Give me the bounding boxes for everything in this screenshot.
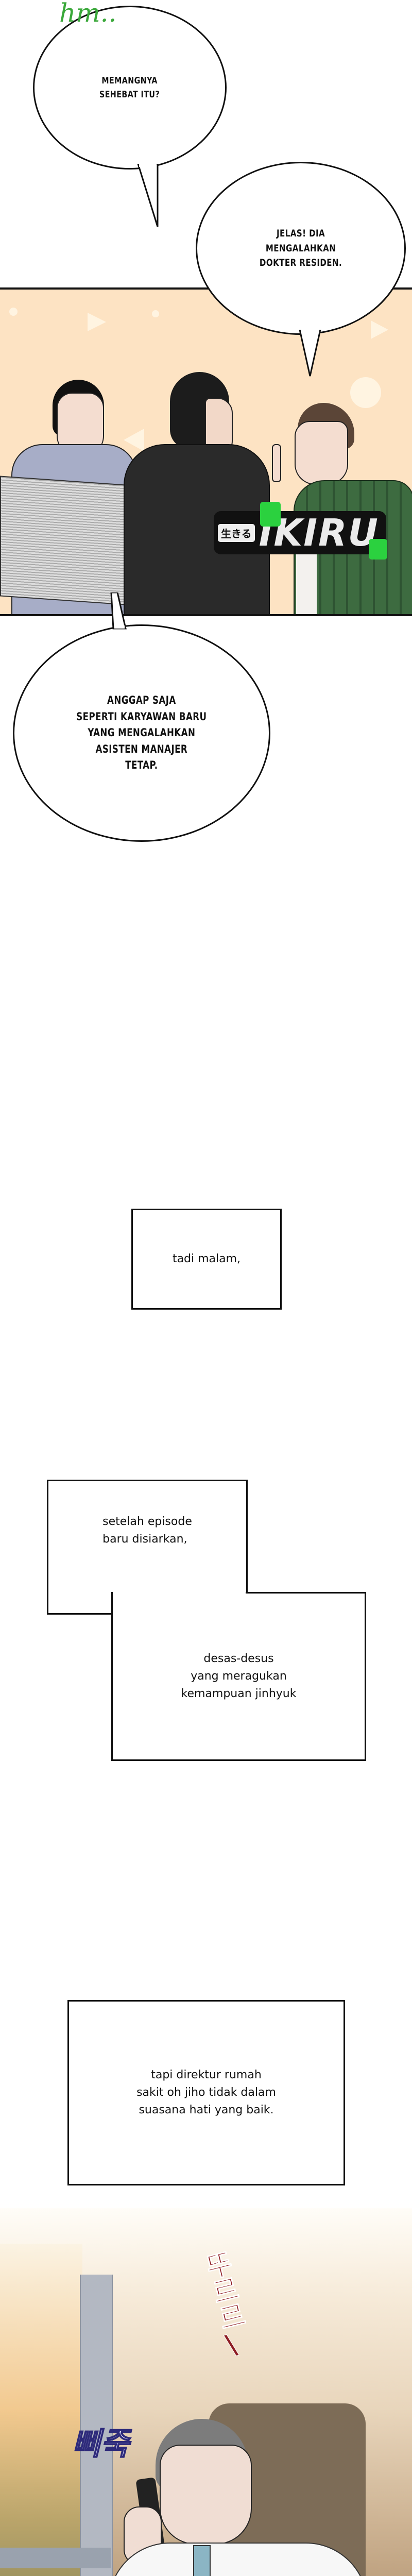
caption-box-1: tadi malam, — [131, 1209, 282, 1310]
deco-circle — [152, 310, 159, 317]
window-sill — [0, 2548, 111, 2568]
caption-join-edge — [246, 1592, 248, 1594]
tie — [193, 2545, 211, 2576]
logo-bracket-icon — [368, 539, 387, 560]
white-coat — [108, 2543, 368, 2576]
newspaper — [0, 476, 126, 605]
caption-4-text: tapi direktur rumah sakit oh jiho tidak … — [136, 2068, 276, 2117]
caption-3-text: desas-desus yang meragukan kemampuan jin… — [181, 1652, 297, 1701]
bubble-3-tail — [110, 592, 127, 630]
character-hospital-director — [108, 2419, 368, 2576]
bubble-2-tail — [299, 330, 321, 377]
sfx-ring-top: 뚜 르 르 \ — [203, 2247, 249, 2362]
bubble-1-text: MEMANGNYA SEHEBAT ITU? — [99, 75, 160, 100]
character-man-newspaper — [0, 290, 139, 614]
caption-box-3: desas-desus yang meragukan kemampuan jin… — [111, 1592, 366, 1761]
caption-2-text: setelah episode baru disiarkan, — [102, 1515, 192, 1546]
speech-bubble-3: ANGGAP SAJA SEPERTI KARYAWAN BARU YANG M… — [13, 624, 270, 842]
window — [0, 2244, 82, 2576]
logo-small-label: 生きる — [218, 523, 255, 542]
speech-bubble-1: MEMANGNYA SEHEBAT ITU? — [33, 6, 227, 170]
sfx-hm: hm.. — [59, 0, 117, 28]
panel-office-three-men: 生きる IKIRU — [0, 287, 412, 616]
bubble-2-text: JELAS! DIA MENGALAHKAN DOKTER RESIDEN. — [259, 228, 342, 269]
caption-join-mask — [113, 1591, 246, 1617]
deco-triangle — [88, 313, 106, 331]
speech-bubble-2: JELAS! DIA MENGALAHKAN DOKTER RESIDEN. — [196, 162, 406, 335]
ikiru-watermark: 生きる IKIRU — [214, 502, 387, 560]
bubble-3-text: ANGGAP SAJA SEPERTI KARYAWAN BARU YANG M… — [76, 694, 207, 772]
caption-1-text: tadi malam, — [172, 1252, 241, 1265]
deco-triangle — [371, 320, 388, 339]
sfx-pout: 삐죽 — [72, 2426, 129, 2463]
panel-director-phone: 뚜 르 르 \ 삐죽 뚜 르 르 \ 生きる IKIRU — [0, 2208, 412, 2576]
logo-bracket-icon — [260, 502, 281, 527]
bubble-1-tail — [137, 164, 159, 227]
deco-triangle — [124, 429, 144, 451]
window-frame — [80, 2275, 113, 2576]
character-man-black-suit — [108, 290, 278, 614]
deco-circle — [9, 308, 18, 316]
deco-circle-large — [350, 377, 381, 408]
caption-box-4: tapi direktur rumah sakit oh jiho tidak … — [67, 2000, 345, 2185]
character-man-green-shirt — [258, 290, 412, 614]
pointing-finger — [272, 444, 281, 482]
